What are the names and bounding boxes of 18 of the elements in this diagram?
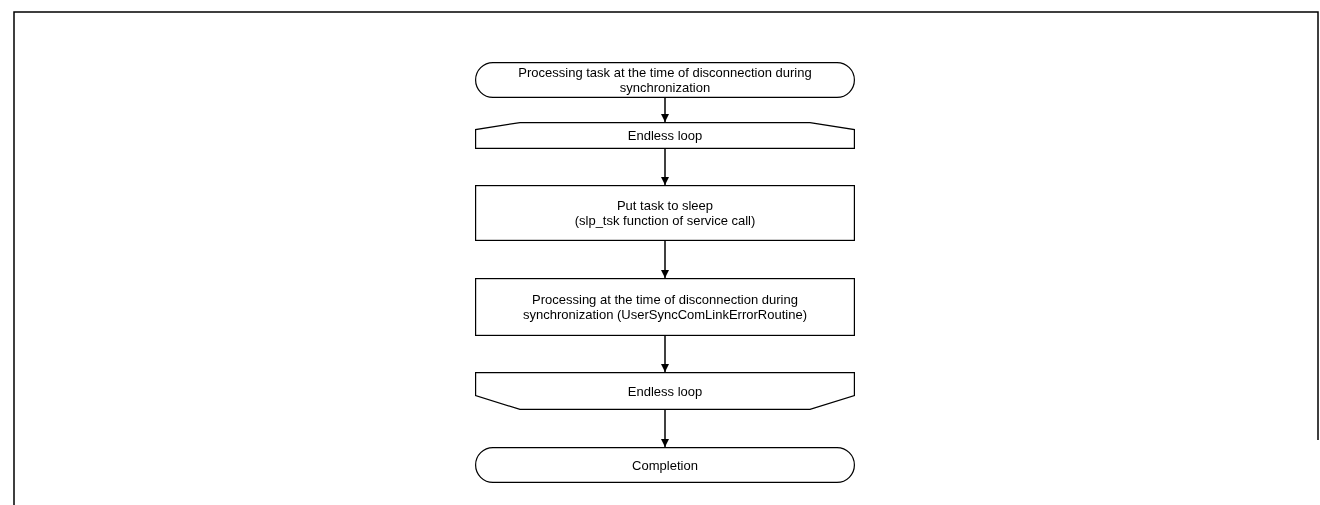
node-text: Endless loop (626, 383, 704, 399)
node-text: Processing task at the time of disconnection during synchronization (517, 65, 813, 95)
node-text: Put task to sleep (615, 198, 715, 213)
arrow (661, 240, 669, 279)
node-text: (slp_tsk function of service call) (573, 213, 757, 228)
loop-start-shape (475, 122, 855, 149)
arrow (661, 335, 669, 373)
arrow (661, 97, 669, 123)
node-text: Processing at the time of disconnection during synchronization (UserSyncComLinkErrorRoutine) (522, 292, 808, 322)
node-text: Completion (631, 457, 699, 473)
loop-end-shape (475, 372, 855, 410)
arrow (661, 409, 669, 448)
arrow (661, 148, 669, 186)
terminal-shape (475, 62, 855, 98)
node-text: Endless loop (626, 128, 704, 143)
terminal-shape (475, 447, 855, 483)
process-box (475, 278, 855, 336)
process-box (475, 185, 855, 241)
